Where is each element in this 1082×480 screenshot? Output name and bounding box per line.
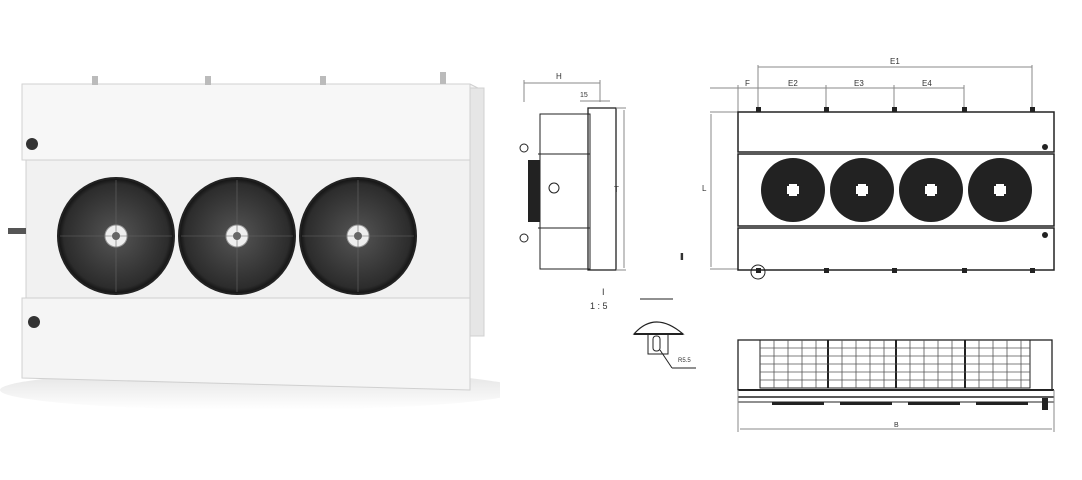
dim-e1-label: E1 xyxy=(890,57,900,66)
dim-e3-label: E3 xyxy=(854,79,864,88)
dim-t-label: T xyxy=(614,185,619,194)
dim-e4-label: E4 xyxy=(922,79,932,88)
dim-15-label: 15 xyxy=(580,92,588,99)
front-view-drawing: E1 F E2 E3 E4 L I xyxy=(680,55,1070,285)
dim-e2-label: E2 xyxy=(788,79,798,88)
scale-label: 1 : 5 xyxy=(590,301,608,311)
detail-view: I I 1 : 5 R5.5 xyxy=(580,250,700,380)
detail-marker-under: I xyxy=(602,287,605,297)
detail-marker: I xyxy=(681,252,684,263)
side-view-drawing: H 15 T xyxy=(510,60,640,290)
detail-i-marker: I xyxy=(680,252,683,263)
product-photo xyxy=(0,60,500,420)
dim-h-label: H xyxy=(556,72,562,81)
dim-l-label: L xyxy=(702,184,707,193)
dim-f-label: F xyxy=(745,79,750,88)
bottom-view-drawing: B xyxy=(730,330,1070,440)
dim-b-label: B xyxy=(894,422,899,429)
radius-label: R5.5 xyxy=(678,358,691,364)
